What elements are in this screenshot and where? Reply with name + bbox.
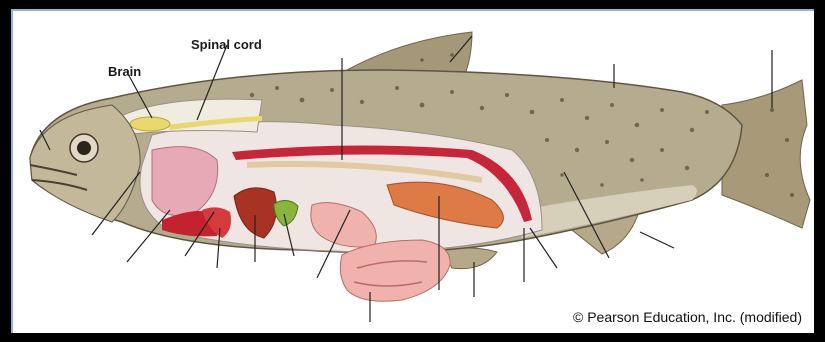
head xyxy=(30,105,140,222)
intestine xyxy=(340,240,450,301)
pupil xyxy=(77,141,91,155)
label-brain: Brain xyxy=(108,64,141,79)
copyright-credit: © Pearson Education, Inc. (modified) xyxy=(573,309,802,325)
diagram-panel: Brain Spinal cord © Pearson Education, I… xyxy=(11,9,814,333)
brain xyxy=(130,117,170,131)
fish-anatomy-diagram xyxy=(13,11,814,333)
label-spinal-cord: Spinal cord xyxy=(191,37,262,52)
